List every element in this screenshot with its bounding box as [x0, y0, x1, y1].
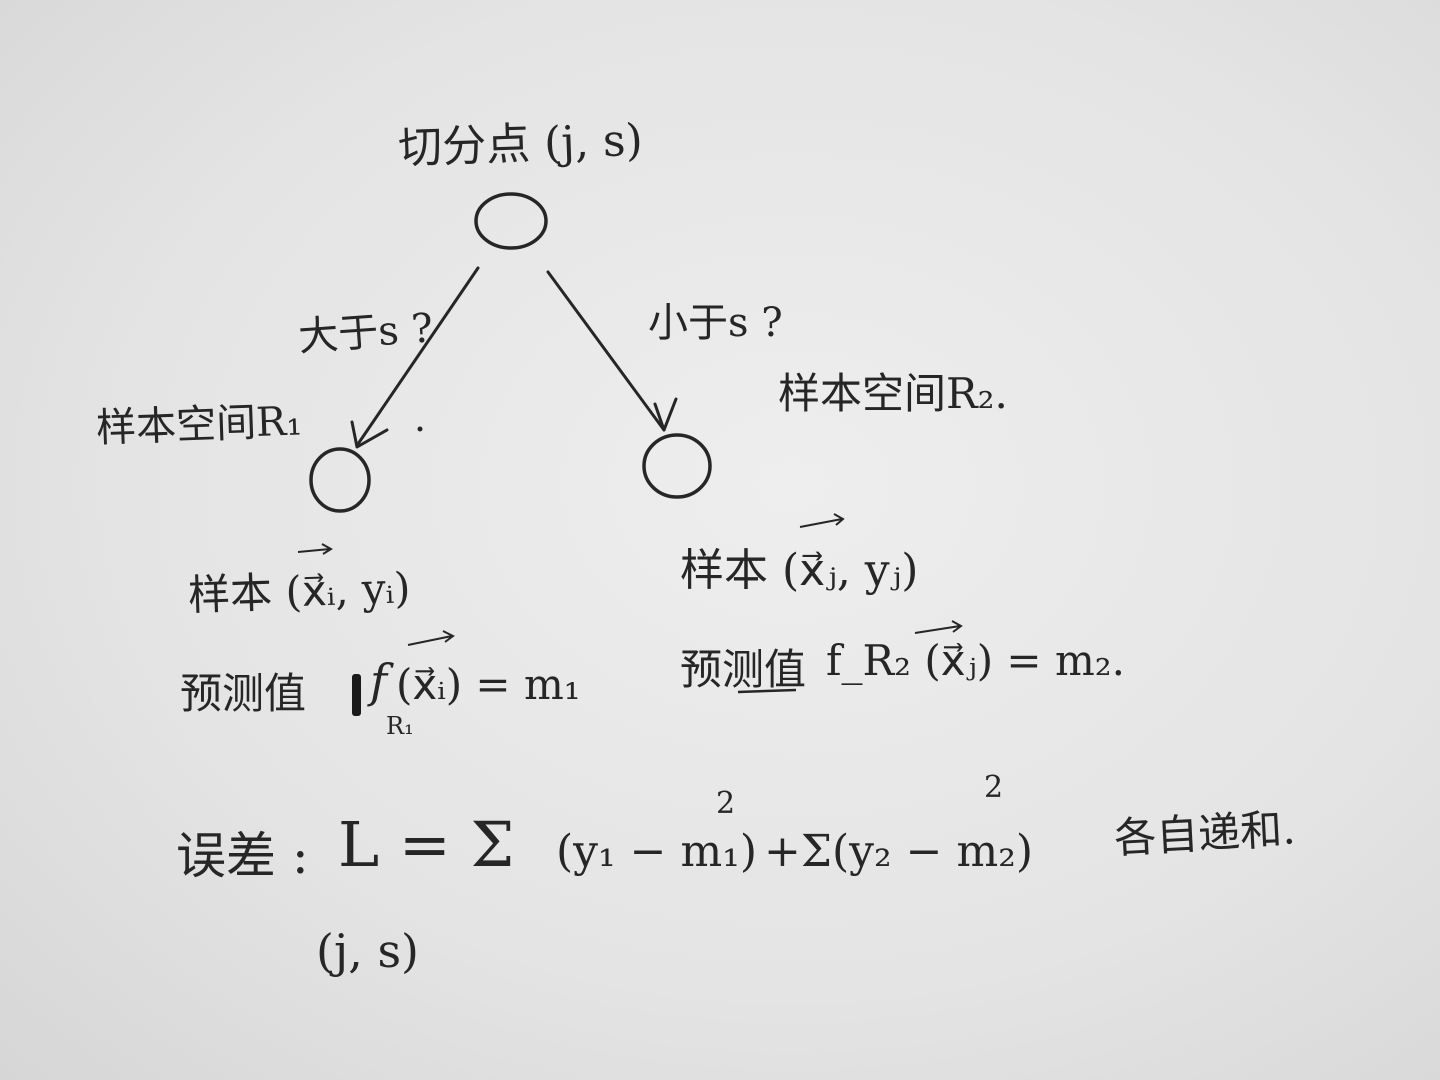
loss-exp1: 2 — [716, 786, 736, 821]
right-space-label: 样本空间R₂. — [778, 369, 1008, 418]
right-sample-label: 样本 (x⃗ⱼ, yⱼ) — [680, 545, 919, 596]
right-edge-arrowhead — [653, 397, 678, 432]
left-prediction-sub: R₁ — [386, 712, 414, 740]
vector-arrow-right-pred — [914, 620, 963, 634]
loss-term1: (y₁ − m₁) — [556, 826, 758, 877]
prediction-underline-right — [737, 688, 797, 694]
left-sample-label: 样本 (x⃗ᵢ, yᵢ) — [187, 563, 412, 620]
vector-arrow-right-sample — [799, 513, 845, 528]
stray-dot — [417, 426, 423, 432]
left-child-node — [309, 447, 371, 513]
loss-term2: +Σ(y₂ − m₂) — [764, 826, 1034, 877]
right-edge-arrow — [546, 270, 666, 432]
vector-arrow-left-pred — [407, 630, 455, 646]
loss-lhs: L = Σ — [338, 808, 515, 881]
right-edge-label: 小于s ? — [648, 300, 783, 346]
left-edge-arrowhead — [350, 420, 389, 449]
left-space-label: 样本空间R₁ — [95, 398, 304, 452]
left-prediction-arg: (x⃗ᵢ) = m₁ — [396, 660, 581, 709]
loss-prefix: 误差 : — [176, 827, 309, 885]
right-prediction-prefix: 预测值 — [680, 645, 807, 694]
left-prediction-func: f — [370, 654, 388, 708]
root-node — [474, 192, 548, 250]
loss-exp2: 2 — [984, 770, 1004, 805]
vector-arrow-left-sample — [297, 543, 333, 555]
left-edge-arrow — [356, 266, 480, 446]
left-edge-label: 大于s ? — [296, 305, 435, 361]
right-prediction: f_R₂ (x⃗ⱼ) = m₂. — [826, 636, 1125, 685]
right-child-node — [642, 433, 712, 499]
root-label: 切分点 (j, s) — [397, 114, 644, 175]
loss-subscript: (j, s) — [316, 924, 420, 978]
left-prediction-prefix: 预测值 — [180, 669, 307, 718]
loss-note: 各自递和. — [1112, 804, 1297, 863]
ink-mark — [352, 674, 361, 716]
